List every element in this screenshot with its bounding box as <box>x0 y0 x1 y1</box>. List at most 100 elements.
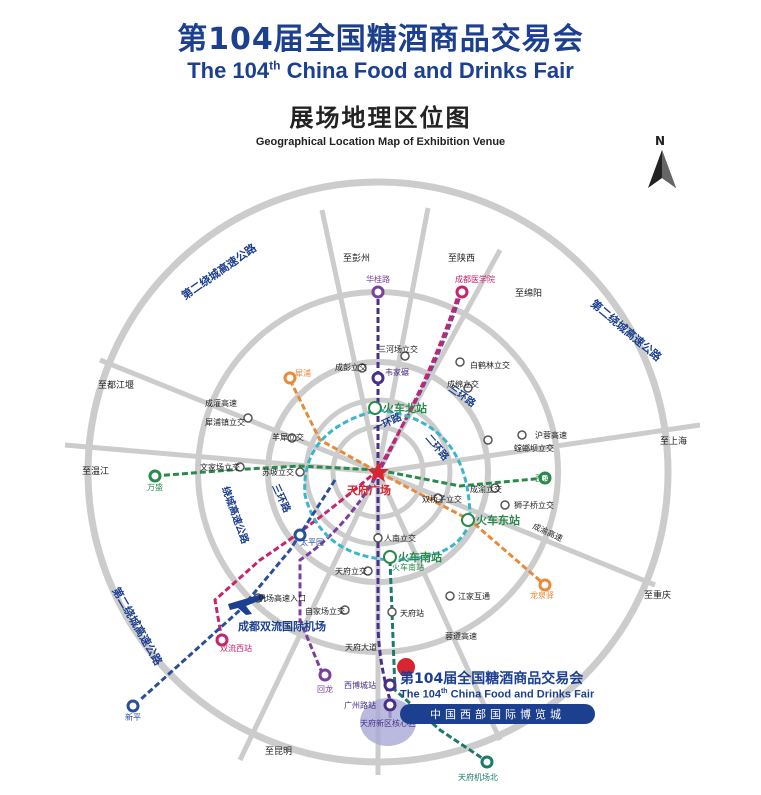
venue-en-suffix: China Food and Drinks Fair <box>447 688 595 701</box>
st-xinping: 新平 <box>125 712 141 722</box>
dir-wenjiang: 至温江 <box>82 466 109 477</box>
metro-line-10 <box>298 289 464 681</box>
metro-line-2 <box>288 379 546 587</box>
title-en-sup: th <box>269 58 281 73</box>
lm-north-station: 火车北站 <box>383 401 427 415</box>
ic-chengmian: 成绵立交 <box>447 379 479 389</box>
ic-yangxi: 羊犀立交 <box>272 432 304 442</box>
station-marker-tianfu-airport-n <box>480 755 494 769</box>
station-marker-guangzhoulu <box>383 698 397 712</box>
station-markers <box>126 285 552 769</box>
ic-renminnan: 人南立交 <box>384 533 416 543</box>
ic-tianfu-dadao: 天府大道 <box>345 642 377 652</box>
ring-label-2nd-ne: 第二绕城高速公路 <box>588 297 665 365</box>
st-huagui: 华桂路 <box>366 274 390 284</box>
tianfu-square-star-icon <box>367 462 389 482</box>
ic-chengpeng: 成彭立交 <box>335 362 367 372</box>
ic-chengyu: 成渝立交 <box>470 484 502 494</box>
page-title: 第104届全国糖酒商品交易会 <box>177 22 584 57</box>
interchange-markers <box>235 351 527 617</box>
airplane-icon <box>228 594 266 615</box>
ic-jiangjia: 江家互通 <box>458 591 490 601</box>
venue-pin-icon <box>397 658 416 700</box>
st-huochenan-small: 火车南站 <box>392 562 424 572</box>
map-subtitle-english: Geographical Location Map of Exhibition … <box>255 136 506 148</box>
dir-pengzhou: 至彭州 <box>343 252 370 264</box>
ring-label-ring-city: 绕城高速公路 <box>219 485 252 547</box>
metro-line-4 <box>154 464 546 488</box>
venue-name-bar: 中国西部国际博览城 <box>400 703 595 724</box>
landmark-labels: 火车北站 火车东站 火车南站 天府广场 成都双流国际机场 <box>238 401 520 633</box>
metro-lines <box>138 289 546 762</box>
metro-line-18 <box>388 559 486 762</box>
station-marker-xinping <box>126 699 140 713</box>
map-subtitle: 展场地理区位图 <box>289 104 472 132</box>
east-station-icon <box>461 513 475 527</box>
station-labels: 华桂路 成都医学院 韦家碾 犀浦 万盛 西河 太平园 龙泉驿 双流西站 新平 回… <box>125 274 554 782</box>
ic-langpingba: 螳螂坝立交 <box>514 443 554 453</box>
station-marker-longquanyi <box>538 578 552 592</box>
st-xibochengzhan: 西博城站 <box>344 680 376 690</box>
station-marker-shuangliuxi <box>215 633 229 647</box>
venue-en-sup: th <box>440 688 448 695</box>
st-tianfu-core: 天府新区核心区 <box>360 718 416 728</box>
st-cdmedical: 成都医学院 <box>455 274 495 284</box>
station-marker-wansheng <box>148 469 162 483</box>
ic-zijiachang: 自家场立交 <box>305 606 345 616</box>
st-wansheng: 万盛 <box>147 482 163 492</box>
station-marker-weijiabei <box>371 371 385 385</box>
lm-tianfu-square: 天府广场 <box>347 483 391 497</box>
metro-line-1 <box>376 290 392 720</box>
north-station-icon <box>368 401 382 415</box>
lm-shuangliu-airport: 成都双流国际机场 <box>238 619 326 633</box>
interchange-labels: 成彭立交 三河场立交 白鹤林立交 成绵立交 成灌高速 犀浦镇立交 羊犀立交 文家… <box>200 344 567 652</box>
st-taipingyuan: 太平园 <box>300 537 324 547</box>
station-marker-huilong <box>318 668 332 682</box>
st-shuangliuxi: 双流西站 <box>220 643 252 653</box>
north-arrow-icon <box>648 150 676 188</box>
st-guangzhoulu: 广州路站 <box>344 700 376 710</box>
station-marker-xipu <box>283 371 297 385</box>
ic-wenjiachang: 文家场立交 <box>200 462 240 472</box>
dir-mianyang: 至绵阳 <box>515 287 542 299</box>
title-en-prefix: The 104 <box>187 58 270 83</box>
ic-chengguan: 成灌高速 <box>205 398 237 408</box>
station-marker-huagui <box>371 285 385 299</box>
north-label: N <box>655 134 665 148</box>
st-xipu: 犀浦 <box>295 368 311 378</box>
venue-callout: 第104届全国糖酒商品交易会 The 104th China Food and … <box>400 668 600 724</box>
lm-south-station: 火车南站 <box>398 550 442 564</box>
ic-sanhechang: 三河场立交 <box>378 344 418 354</box>
dir-kunming: 至昆明 <box>265 746 292 757</box>
ic-airport-hs: 机场高速入口 <box>258 593 306 603</box>
ic-tianfuzhan: 天府站 <box>400 608 424 618</box>
ic-shuangqiaozi: 双桥子立交 <box>422 494 462 504</box>
station-marker-cdmedical <box>455 285 469 299</box>
train-station-icons <box>368 401 475 564</box>
lm-east-station: 火车东站 <box>476 513 520 527</box>
ic-baihelin: 白鹤林立交 <box>470 360 510 370</box>
venue-callout-title: 第104届全国糖酒商品交易会 <box>400 671 584 687</box>
ic-zhengkuai: 蓉遵高速 <box>445 631 477 641</box>
venue-en-prefix: The 104 <box>400 688 441 701</box>
dir-dujiangyan: 至都江堰 <box>98 380 134 391</box>
metro-line-airport <box>138 479 337 702</box>
ic-xipuzhen: 犀浦镇立交 <box>205 417 245 427</box>
ic-huyu: 沪蓉高速 <box>535 430 567 440</box>
st-longquanyi: 龙泉驿 <box>530 590 554 600</box>
ic-tianfu: 天府立交 <box>335 566 367 576</box>
station-marker-xibochengzhan <box>383 678 397 692</box>
ring-label-2nd-sw: 第二绕城高速公路 <box>109 585 166 669</box>
venue-callout-english: The 104th China Food and Drinks Fair <box>400 688 600 701</box>
direction-labels: 至彭州 至陕西 至绵阳 至都江堰 至温江 至上海 至重庆 至昆明 <box>82 252 687 757</box>
dir-chongqing: 至重庆 <box>644 589 671 601</box>
south-station-icon <box>383 550 397 564</box>
station-marker-taipingyuan <box>293 528 307 542</box>
station-marker-xihe <box>538 471 552 485</box>
dir-shanghai: 至上海 <box>660 435 687 447</box>
radial-roads <box>64 207 701 775</box>
st-xihe: 西河 <box>535 473 551 483</box>
ic-shiziqiao: 狮子桥立交 <box>514 500 554 510</box>
title-en-suffix: China Food and Drinks Fair <box>280 58 574 83</box>
